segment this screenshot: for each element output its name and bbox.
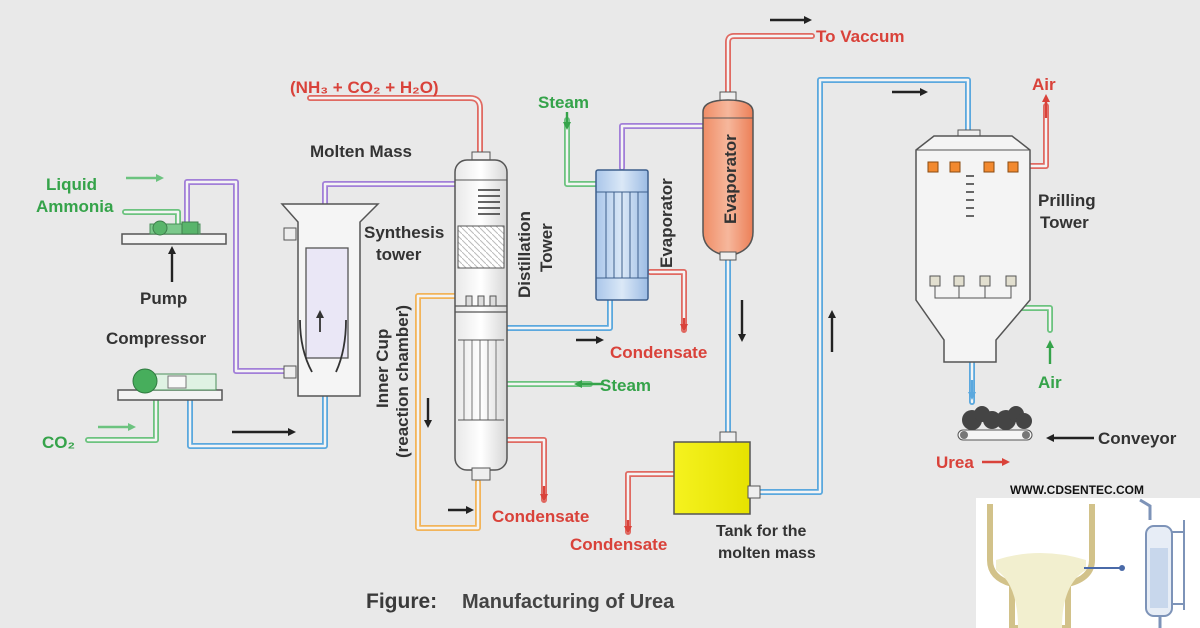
- arrow-right-icon: [982, 458, 1010, 466]
- label-liquid-ammonia-2: Ammonia: [36, 197, 114, 216]
- arrow-down-icon: [424, 398, 432, 428]
- distillation-tower: [454, 151, 508, 481]
- label-prilling-1: Prilling: [1038, 191, 1096, 210]
- label-air-top: Air: [1032, 75, 1056, 94]
- flow-arrows: [98, 16, 1094, 534]
- label-condensate-hx: Condensate: [610, 343, 707, 362]
- gas-mix-pipe: [307, 95, 483, 163]
- label-tank-1: Tank for the: [716, 523, 806, 540]
- compressor: [117, 368, 223, 401]
- evaporator-vessel: [702, 91, 754, 261]
- arrow-right-icon: [892, 88, 928, 96]
- synthesis-to-distillation-orange-pipe: [415, 293, 481, 531]
- label-liquid-ammonia-1: Liquid: [46, 175, 97, 194]
- arrow-right-icon: [232, 428, 296, 436]
- arrow-up-icon: [168, 246, 176, 282]
- label-prilling-2: Tower: [1040, 213, 1089, 232]
- heat-exchanger-evaporator: [595, 169, 649, 301]
- inset-panel: WWW.CDSENTEC.COM: [976, 483, 1200, 628]
- label-synthesis-1: Synthesis: [364, 223, 444, 242]
- watermark-text: WWW.CDSENTEC.COM: [1010, 483, 1144, 497]
- arrow-left-icon: [574, 380, 604, 388]
- vacuum-pipe: [725, 33, 815, 101]
- steam-to-hx-pipe: [564, 117, 600, 187]
- pump: [121, 220, 227, 245]
- hx-condensate-pipe: [647, 269, 687, 333]
- arrow-down-icon: [563, 112, 571, 130]
- arrow-up-icon: [1046, 340, 1054, 364]
- label-conveyor: Conveyor: [1098, 429, 1177, 448]
- label-steam-top: Steam: [538, 93, 589, 112]
- label-distillation-2: Tower: [537, 223, 556, 272]
- tank-condensate-pipe: [625, 471, 677, 535]
- label-co2: CO₂: [42, 433, 75, 452]
- arrow-down-icon: [624, 520, 632, 534]
- hx-to-evaporator-pipe: [619, 123, 715, 171]
- label-steam-mid: Steam: [600, 376, 651, 395]
- label-distillation-1: Distillation: [515, 211, 534, 298]
- arrow-right-icon: [448, 506, 474, 514]
- label-evaporator-hx: Evaporator: [657, 178, 676, 268]
- label-pump: Pump: [140, 289, 187, 308]
- arrow-down-icon: [738, 300, 746, 342]
- label-to-vaccum: To Vaccum: [816, 27, 905, 46]
- label-evaporator-vessel: Evaporator: [721, 134, 740, 224]
- distillation-to-hx-pipe: [505, 297, 613, 331]
- ammonia-inlet-pipe: [122, 209, 181, 227]
- arrow-down-icon: [968, 380, 976, 400]
- label-molten-mass: Molten Mass: [310, 142, 412, 161]
- arrow-up-icon: [828, 310, 836, 352]
- label-condensate-tank: Condensate: [570, 535, 667, 554]
- co2-inlet-pipe: [85, 395, 159, 443]
- figure-caption-text: Manufacturing of Urea: [462, 591, 675, 613]
- synthesis-tower: [280, 203, 380, 397]
- label-inner-cup-1: Inner Cup: [373, 329, 392, 408]
- air-outlet-pipe: [1023, 103, 1049, 169]
- arrow-right-icon: [126, 174, 164, 182]
- figure-caption-prefix: Figure:: [366, 590, 437, 613]
- label-gas-mix: (NH₃ + CO₂ + H₂O): [290, 78, 439, 97]
- label-air-bottom: Air: [1038, 373, 1062, 392]
- label-synthesis-2: tower: [376, 245, 422, 264]
- arrow-down-icon: [680, 318, 688, 332]
- molten-mass-tank: [673, 431, 761, 515]
- label-inner-cup-2: (reaction chamber): [393, 305, 412, 458]
- label-condensate-dist: Condensate: [492, 507, 589, 526]
- distillation-condensate-pipe: [505, 437, 547, 503]
- arrow-up-icon: [1042, 94, 1050, 118]
- arrow-down-icon: [540, 486, 548, 502]
- arrow-right-icon: [98, 423, 136, 431]
- tank-to-prilling-pipe: [757, 77, 971, 495]
- arrow-right-icon: [770, 16, 812, 24]
- pump-to-synthesis-pipe: [184, 179, 291, 374]
- arrow-left-icon: [1046, 434, 1094, 442]
- prilling-tower: [915, 129, 1031, 363]
- label-tank-2: molten mass: [718, 545, 816, 562]
- conveyor: [957, 406, 1033, 441]
- arrow-right-icon: [576, 336, 604, 344]
- label-urea: Urea: [936, 453, 974, 472]
- label-compressor: Compressor: [106, 329, 207, 348]
